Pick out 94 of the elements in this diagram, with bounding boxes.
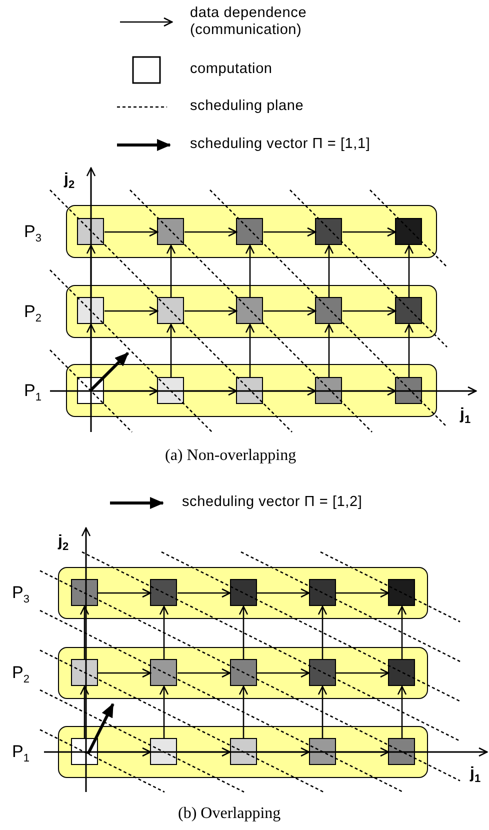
processor-band xyxy=(58,567,428,619)
dependence-arrow xyxy=(238,606,248,660)
dependence-arrow xyxy=(342,386,396,396)
dependence-arrow xyxy=(80,606,90,660)
processor-band xyxy=(58,726,428,778)
axis-label: j$_{1}$ xyxy=(460,405,471,428)
dependence-arrow xyxy=(104,386,158,396)
dependence-arrow xyxy=(104,227,158,237)
dependence-arrow xyxy=(336,668,390,678)
dependence-arrow xyxy=(404,244,414,298)
computation-square xyxy=(395,218,422,245)
dependence-arrow xyxy=(397,686,407,738)
dependence-arrow xyxy=(86,244,96,298)
computation-square xyxy=(230,738,256,765)
legend-text: scheduling plane xyxy=(190,98,305,115)
dependence-arrow xyxy=(178,747,231,757)
computation-square xyxy=(308,579,336,606)
computation-square xyxy=(315,218,342,245)
dependence-arrow xyxy=(98,588,152,598)
dependence-arrow xyxy=(264,386,316,396)
dependence-arrow xyxy=(257,747,310,757)
computation-square xyxy=(150,738,177,765)
computation-square xyxy=(77,218,104,245)
caption: (b) Overlapping xyxy=(178,804,281,824)
dependence-arrow xyxy=(104,306,158,316)
dependence-arrow xyxy=(397,606,407,660)
axis-label: j$_{1}$ xyxy=(470,764,481,788)
processor-band xyxy=(66,364,437,417)
computation-square xyxy=(388,738,415,765)
computation-square xyxy=(308,659,336,686)
dependence-arrow xyxy=(238,686,248,738)
computation-square xyxy=(315,297,342,324)
dependence-arrow xyxy=(98,747,152,757)
dependence-arrow xyxy=(324,324,334,378)
dependence-arrow xyxy=(342,227,396,237)
computation-square xyxy=(77,297,104,324)
dependence-arrow xyxy=(166,324,176,378)
dependence-arrow xyxy=(86,324,96,378)
computation-square xyxy=(157,218,184,245)
processor-band xyxy=(66,205,437,258)
dependence-arrow xyxy=(257,588,310,598)
dependence-arrow xyxy=(184,227,238,237)
processor-band xyxy=(58,647,428,699)
computation-square xyxy=(388,579,415,606)
legend-text: scheduling vector Π = [1,1] xyxy=(190,136,372,153)
dependence-arrow xyxy=(159,606,169,660)
processor-label: P$_{1}$ xyxy=(12,742,30,766)
dependence-arrow xyxy=(264,227,316,237)
dependence-arrow xyxy=(318,606,328,660)
computation-square xyxy=(395,377,422,404)
axis-label: j$_{2}$ xyxy=(58,532,69,556)
dependence-arrow xyxy=(166,244,176,298)
processor-label: P$_{1}$ xyxy=(24,380,42,405)
computation-square xyxy=(236,377,263,404)
dependence-arrow xyxy=(257,668,310,678)
computation-square xyxy=(230,579,256,606)
dependence-arrow xyxy=(184,386,238,396)
computation-square xyxy=(157,377,184,404)
processor-label: P$_{3}$ xyxy=(12,583,30,608)
computation-square xyxy=(150,659,177,686)
processor-band xyxy=(66,285,437,338)
processor-label: P$_{3}$ xyxy=(24,222,42,246)
processor-label: P$_{2}$ xyxy=(24,302,42,326)
processor-label: P$_{2}$ xyxy=(12,663,30,688)
dependence-arrow xyxy=(318,686,328,738)
dependence-arrow xyxy=(245,324,255,378)
dependence-arrow xyxy=(324,244,334,298)
dependence-arrow xyxy=(342,306,396,316)
dependence-arrow xyxy=(336,588,390,598)
computation-square xyxy=(388,659,415,686)
dependence-arrow xyxy=(98,668,152,678)
dependence-arrow xyxy=(159,686,169,738)
dependence-arrow xyxy=(245,244,255,298)
legend-text: scheduling vector Π = [1,2] xyxy=(182,494,364,511)
computation-square xyxy=(236,297,263,324)
computation-square xyxy=(230,659,256,686)
computation-square xyxy=(150,579,177,606)
legend-text: computation xyxy=(190,61,274,78)
computation-square xyxy=(70,579,98,606)
dependence-arrow xyxy=(184,306,238,316)
dependence-arrow xyxy=(336,747,390,757)
dependence-arrow xyxy=(178,668,231,678)
axis-label: j$_{2}$ xyxy=(64,170,75,194)
computation-square xyxy=(236,218,263,245)
dependence-arrow xyxy=(404,324,414,378)
dependence-arrow xyxy=(178,588,231,598)
computation-square xyxy=(395,297,422,324)
computation-square xyxy=(157,297,184,324)
computation-square xyxy=(315,377,342,404)
dependence-arrow xyxy=(80,686,90,738)
legend-text: data dependence (communication) xyxy=(190,5,308,39)
computation-square xyxy=(308,738,336,765)
caption: (a) Non-overlapping xyxy=(165,446,296,466)
dependence-arrow xyxy=(264,306,316,316)
